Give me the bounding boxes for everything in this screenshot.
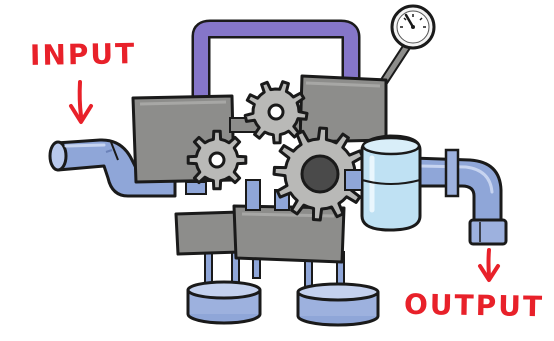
output-label: OUTPUT	[404, 291, 544, 321]
input-arrow-icon	[71, 82, 91, 122]
gauge-icon	[392, 6, 434, 48]
output-arrow-icon	[480, 250, 498, 280]
gear-icon	[188, 131, 246, 189]
input-label: INPUT	[30, 40, 137, 70]
tank	[345, 136, 420, 230]
output-pipe	[412, 150, 506, 244]
